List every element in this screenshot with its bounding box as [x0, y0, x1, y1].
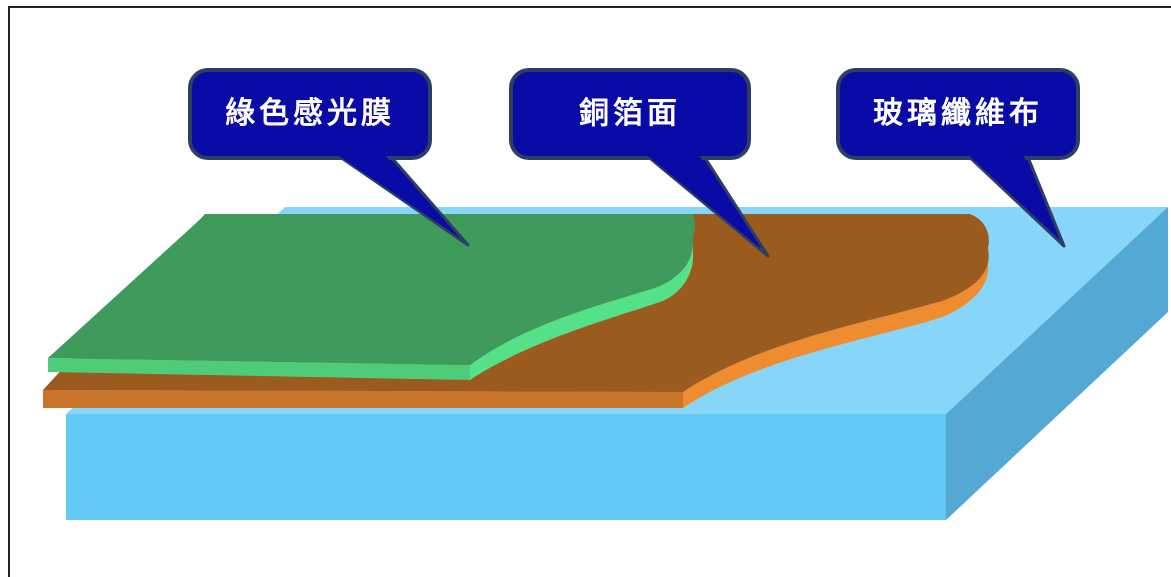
callout-pointer-join [643, 152, 760, 248]
callout-pointer-join [965, 152, 1058, 238]
callout-box [188, 68, 432, 160]
callout-copper-foil: 銅箔面 [509, 68, 770, 258]
copper-foil-front-face [43, 390, 683, 408]
callout-glass-fiber: 玻璃纖維布 [836, 68, 1080, 248]
diagram-frame [8, 6, 1171, 577]
callout-box [836, 68, 1080, 160]
copper-foil-edge [683, 248, 989, 408]
green-film-edge [470, 236, 694, 380]
callout-label: 綠色感光膜 [225, 96, 395, 131]
green-film-top-face [48, 214, 695, 365]
glass-fiber-front-face [66, 414, 946, 520]
callout-label: 玻璃纖維布 [873, 96, 1043, 131]
callout-green-film: 綠色感光膜 [188, 68, 470, 247]
green-film-layer [48, 214, 695, 380]
callout-pointer-join [333, 152, 460, 238]
glass-fiber-side-face [946, 207, 1168, 520]
callout-box [509, 68, 751, 160]
green-film-front-face [48, 358, 470, 380]
callout-label: 銅箔面 [579, 96, 681, 131]
